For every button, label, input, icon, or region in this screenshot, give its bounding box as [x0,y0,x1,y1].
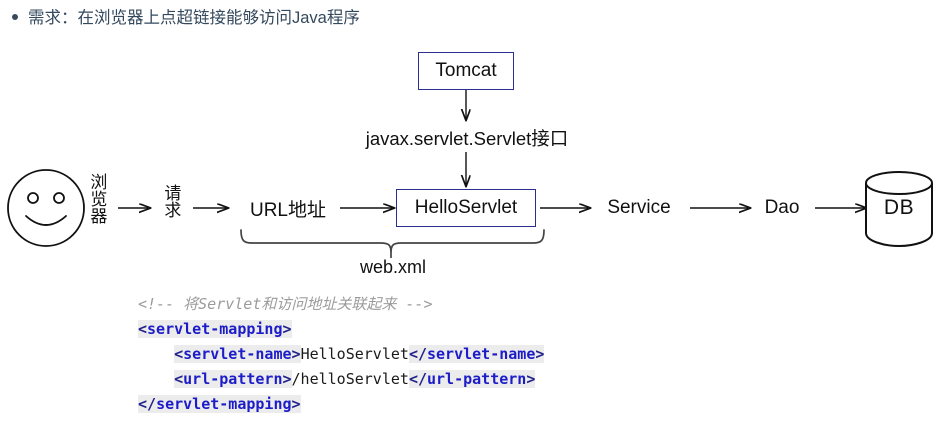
code-token-tag: url-pattern [427,370,527,388]
code-token-bracket: </ [408,370,427,388]
code-token-tag: servlet-mapping [147,320,283,338]
code-token-bracket: > [282,320,292,338]
code-token-bracket: > [282,370,292,388]
code-token-indent [138,370,175,388]
code-token-tag: servlet-mapping [156,395,292,413]
node-url-address-label: URL地址 [249,199,326,221]
node-web-xml-label: web.xml [359,256,426,277]
node-request: 请求 [161,184,181,218]
smiley-face-icon [7,169,85,247]
node-database-label: DB [883,196,915,219]
code-line-open-servlet-mapping: <servlet-mapping> [138,317,544,342]
code-token-bracket: > [291,395,301,413]
code-token-text: HelloServlet [300,345,409,363]
code-token-bracket: </ [138,395,157,413]
node-service: Service [596,193,682,223]
node-browser: 浏览器 [87,173,107,224]
code-token-bracket: </ [408,345,427,363]
code-token-tag: servlet-name [183,345,292,363]
code-token-bracket: < [174,345,184,363]
node-tomcat[interactable]: Tomcat [418,52,514,90]
requirement-bullet: 需求：在浏览器上点超链接能够访问Java程序 [12,8,360,29]
node-dao-label: Dao [764,197,800,218]
web-xml-code-snippet: <!-- 将Servlet和访问地址关联起来 --><servlet-mappi… [138,292,545,417]
node-hello-servlet-label: HelloServlet [414,197,518,218]
code-line-comment: <!-- 将Servlet和访问地址关联起来 --> [138,292,544,317]
node-dao: Dao [755,193,809,223]
node-servlet-interface: javax.servlet.Servlet接口 [342,125,592,151]
node-tomcat-label: Tomcat [435,60,497,81]
code-token-bracket: < [174,370,184,388]
requirement-text: 需求：在浏览器上点超链接能够访问Java程序 [28,9,360,27]
code-token-bracket: > [526,370,536,388]
code-line-close-servlet-mapping: </servlet-mapping> [138,392,544,417]
node-hello-servlet[interactable]: HelloServlet [396,189,536,227]
node-service-label: Service [607,197,671,218]
node-servlet-interface-label: javax.servlet.Servlet接口 [365,128,569,149]
code-line-servlet-name: <servlet-name>HelloServlet</servlet-name… [138,342,545,367]
node-url-address: URL地址 [240,193,336,223]
code-token-tag: url-pattern [183,370,283,388]
code-token-indent [138,345,175,363]
bullet-point-icon [12,14,18,20]
code-token-tag: servlet-name [427,345,536,363]
code-token-bracket: > [291,345,301,363]
code-token-text: /helloServlet [291,370,409,388]
code-line-url-pattern: <url-pattern>/helloServlet</url-pattern> [138,367,544,392]
code-token-comment: <!-- 将Servlet和访问地址关联起来 --> [138,295,433,313]
code-token-bracket: > [535,345,545,363]
node-database: DB [871,193,927,223]
code-token-bracket: < [138,320,148,338]
node-web-xml: web.xml [345,253,441,281]
